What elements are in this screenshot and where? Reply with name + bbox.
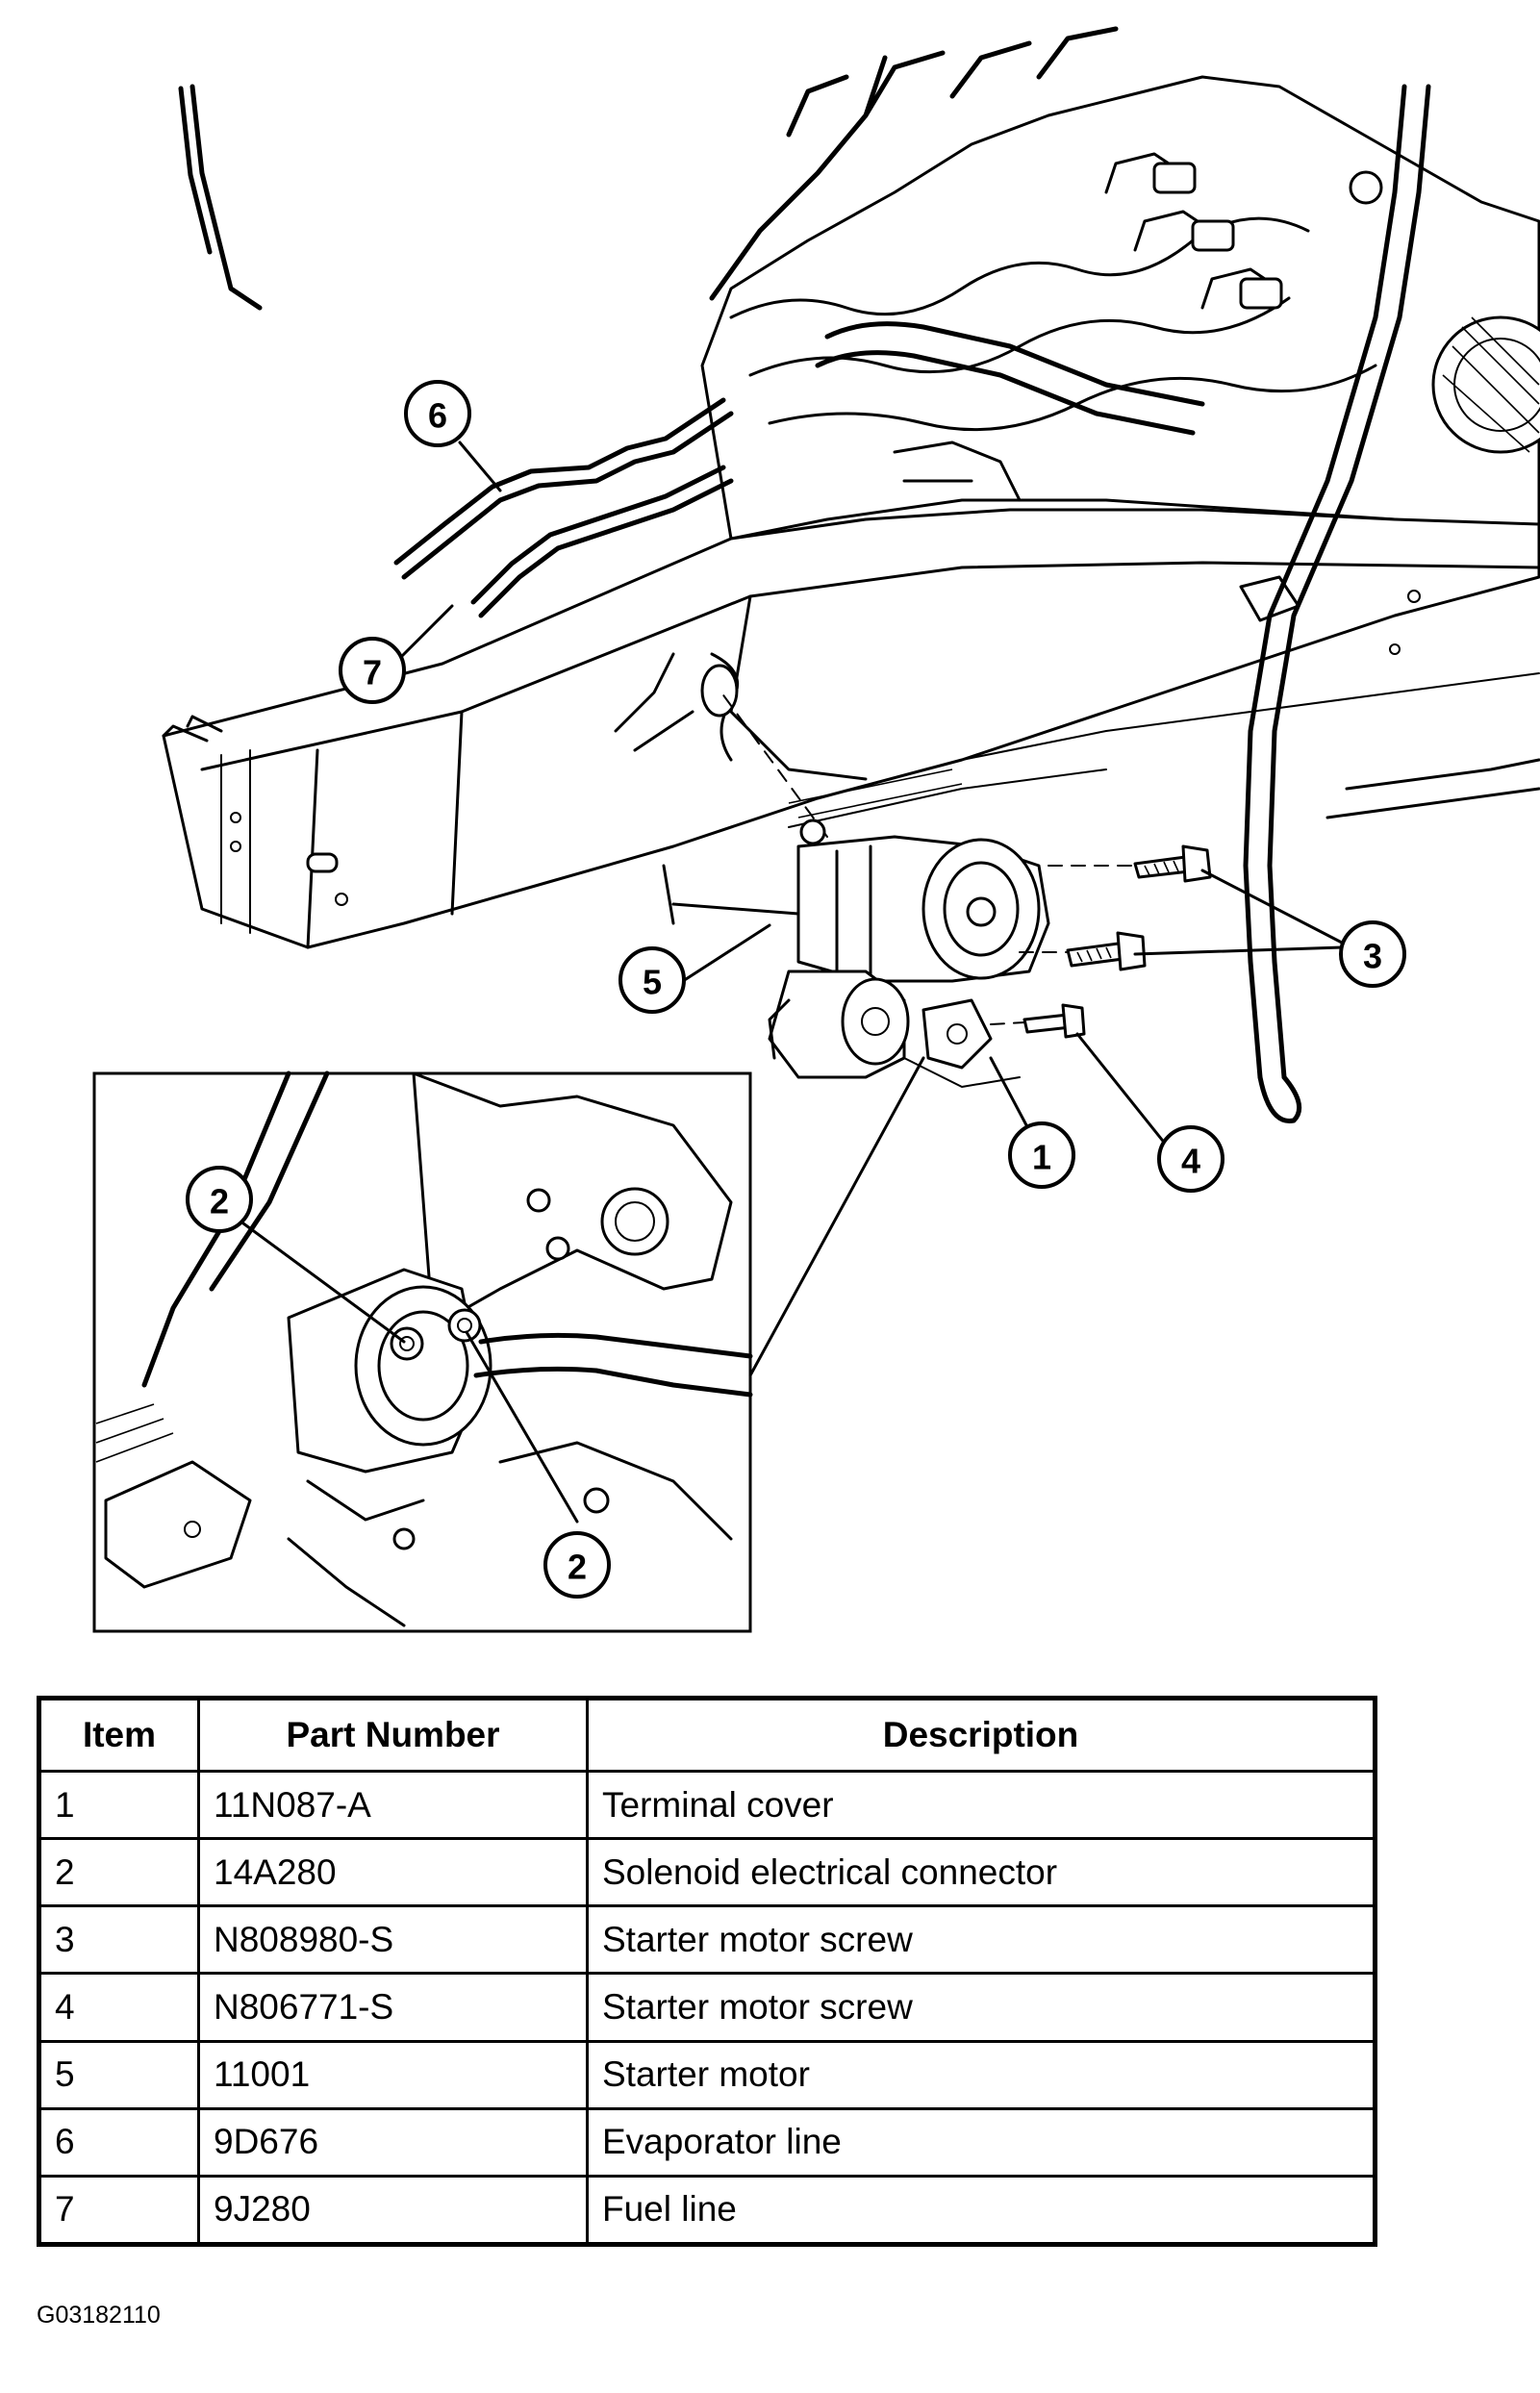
svg-text:1: 1	[1032, 1138, 1051, 1177]
starter-motor-drawing	[662, 692, 1212, 1088]
callout-6: 6	[404, 380, 471, 447]
header-description: Description	[586, 1697, 1376, 1773]
callout-1: 1	[1008, 1121, 1075, 1189]
item-cell: 4	[38, 1972, 200, 2043]
leader-lines	[241, 441, 1344, 1524]
part-number-cell: 9D676	[197, 2106, 589, 2178]
table-header-row: Item Part Number Description	[38, 1697, 1376, 1773]
table-row: 2 14A280 Solenoid electrical connector	[38, 1837, 1376, 1908]
engine-assembly-drawing	[700, 26, 1540, 541]
item-cell: 2	[38, 1837, 200, 1908]
part-number-cell: 9J280	[197, 2174, 589, 2247]
item-cell: 1	[38, 1769, 200, 1841]
table-row: 1 11N087-A Terminal cover	[38, 1769, 1376, 1841]
header-item: Item	[38, 1697, 200, 1773]
callout-2-upper: 2	[186, 1166, 253, 1233]
item-cell: 7	[38, 2174, 200, 2247]
table-row: 6 9D676 Evaporator line	[38, 2106, 1376, 2178]
description-cell: Fuel line	[586, 2174, 1376, 2247]
callout-2-lower: 2	[543, 1531, 611, 1599]
table-row: 3 N808980-S Starter motor screw	[38, 1904, 1376, 1976]
solenoid-detail-inset	[92, 1056, 925, 1633]
svg-text:6: 6	[428, 396, 447, 436]
callout-4: 4	[1157, 1125, 1224, 1193]
description-cell: Starter motor screw	[586, 1904, 1376, 1976]
part-number-cell: N806771-S	[197, 1972, 589, 2043]
figure-id: G03182110	[37, 2302, 161, 2329]
table-row: 7 9J280 Fuel line	[38, 2174, 1376, 2247]
callout-5: 5	[619, 946, 686, 1014]
header-part-number: Part Number	[197, 1697, 589, 1773]
svg-text:7: 7	[363, 653, 382, 693]
table-row: 5 11001 Starter motor	[38, 2039, 1376, 2110]
description-cell: Terminal cover	[586, 1769, 1376, 1841]
part-number-cell: N808980-S	[197, 1904, 589, 1976]
description-cell: Solenoid electrical connector	[586, 1837, 1376, 1908]
starter-motor-exploded-illustration: 6 7 5 3 1 4 2 2	[92, 26, 1540, 1633]
svg-text:5: 5	[643, 963, 662, 1002]
description-cell: Starter motor screw	[586, 1972, 1376, 2043]
svg-text:2: 2	[210, 1182, 229, 1222]
item-cell: 3	[38, 1904, 200, 1976]
fuel-and-evap-lines-drawing	[178, 55, 1431, 1123]
parts-table: Item Part Number Description 1 11N087-A …	[37, 1696, 1377, 2247]
description-cell: Starter motor	[586, 2039, 1376, 2110]
part-number-cell: 14A280	[197, 1837, 589, 1908]
part-number-cell: 11001	[197, 2039, 589, 2110]
table-row: 4 N806771-S Starter motor screw	[38, 1972, 1376, 2043]
item-cell: 6	[38, 2106, 200, 2178]
part-number-cell: 11N087-A	[197, 1769, 589, 1841]
frame-rail-drawing	[162, 508, 1540, 949]
svg-text:4: 4	[1181, 1142, 1200, 1181]
item-cell: 5	[38, 2039, 200, 2110]
svg-text:3: 3	[1363, 937, 1382, 976]
callout-7: 7	[339, 637, 406, 704]
description-cell: Evaporator line	[586, 2106, 1376, 2178]
svg-text:2: 2	[568, 1548, 587, 1587]
callout-3: 3	[1339, 920, 1406, 988]
